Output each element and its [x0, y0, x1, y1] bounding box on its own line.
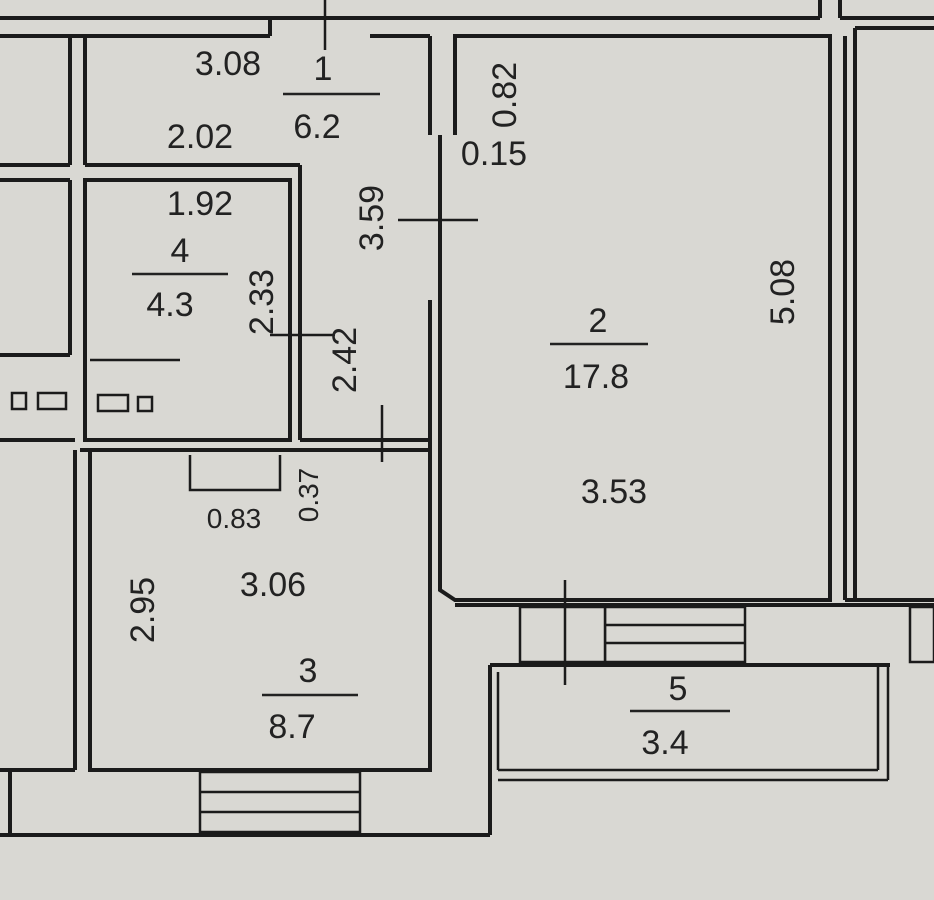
dim-room3-length: 2.95: [124, 577, 162, 643]
dim-room2-width: 3.53: [581, 473, 647, 511]
dimension-ticks: [270, 0, 567, 685]
dim-room1-width: 3.08: [195, 45, 261, 83]
window-room3: [198, 770, 362, 834]
room-2-label: 2 17.8: [550, 302, 648, 396]
walls: [0, 0, 934, 837]
room-3-label: 3 8.7: [262, 652, 358, 746]
room-5-area: 3.4: [641, 724, 688, 762]
window-room2: [603, 605, 747, 664]
room-2-number: 2: [589, 302, 608, 340]
room-3-number: 3: [299, 652, 318, 690]
window-neighbour: [908, 605, 934, 664]
dim-room2-door-offset: 0.82: [486, 62, 524, 128]
room-4-area: 4.3: [146, 286, 193, 324]
dim-hall-strip: 2.42: [326, 327, 364, 393]
room-5-label: 5 3.4: [630, 670, 730, 762]
room-2-area: 17.8: [563, 358, 629, 396]
fixtures: [10, 391, 154, 413]
dim-room4-length: 2.33: [243, 269, 281, 335]
balcony-door: [518, 605, 607, 664]
room-5-number: 5: [669, 670, 688, 708]
room-3-area: 8.7: [268, 708, 315, 746]
windows: [198, 605, 934, 834]
room-4-number: 4: [171, 232, 190, 270]
room-1-area: 6.2: [293, 108, 340, 146]
dim-room2-length: 5.08: [764, 259, 802, 325]
room-4-label: 4 4.3: [132, 232, 228, 324]
dim-room1-inner: 2.02: [167, 118, 233, 156]
dim-room4-width: 1.92: [167, 185, 233, 223]
room-1-label: 1 6.2: [283, 50, 380, 146]
dim-room3-niche-width: 0.83: [207, 503, 262, 534]
dim-room3-niche-depth: 0.37: [293, 468, 324, 523]
room-1-number: 1: [314, 50, 333, 88]
dim-room1-length: 3.59: [353, 185, 391, 251]
dimension-labels: 3.08 2.02 3.59 0.82 0.15 5.08 3.53 1.92 …: [124, 45, 802, 643]
dim-room3-width: 3.06: [240, 566, 306, 604]
dim-room2-wall-gap: 0.15: [461, 135, 527, 173]
